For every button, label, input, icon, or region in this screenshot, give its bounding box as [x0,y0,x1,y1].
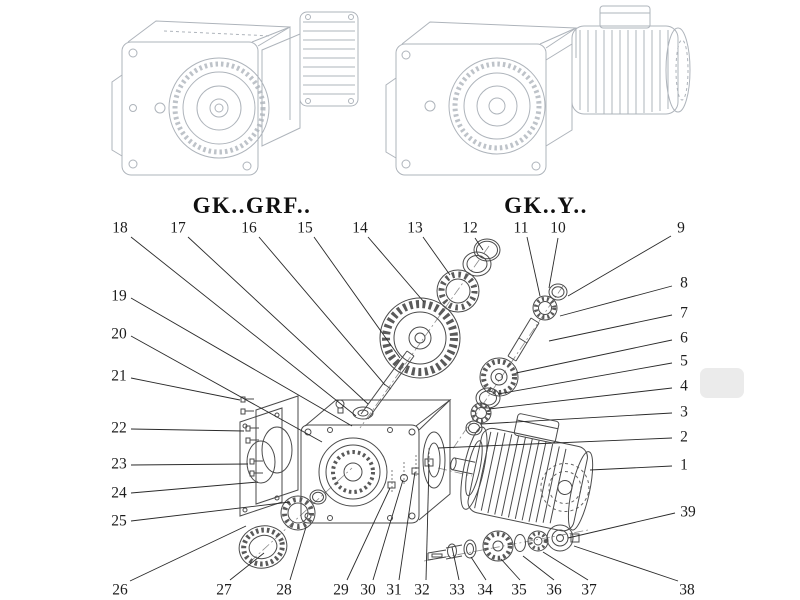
part-number-23: 23 [111,455,127,473]
part-number-6: 6 [680,329,688,347]
leader-line-21 [130,377,241,401]
leader-line-33 [451,546,460,581]
motor [450,413,594,532]
part-number-28: 28 [276,581,292,599]
part-number-24: 24 [111,484,127,502]
part-number-21: 21 [111,367,127,385]
part-number-10: 10 [550,219,566,237]
leader-line-39 [567,512,676,539]
part-number-27: 27 [216,581,232,599]
leader-line-25 [130,501,291,522]
part-number-8: 8 [680,274,688,292]
part-number-38: 38 [679,581,695,599]
part-number-2: 2 [680,428,688,446]
part-number-11: 11 [513,219,529,237]
leader-line-27 [229,552,265,581]
gearbox-grf-drawing [111,11,359,176]
leader-line-12 [474,237,484,251]
leader-line-31 [398,471,416,581]
part-number-4: 4 [680,377,688,395]
output-shaft-assembly [427,524,580,562]
part-number-33: 33 [449,581,465,599]
part-number-5: 5 [680,352,688,370]
leader-line-9 [567,235,672,297]
part-number-17: 17 [170,219,186,237]
leader-line-2 [437,437,673,449]
part-number-25: 25 [111,512,127,530]
leader-line-15 [313,236,401,359]
part-number-32: 32 [414,581,430,599]
part-number-30: 30 [360,581,376,599]
part-number-20: 20 [111,325,127,343]
leader-line-14 [367,236,425,303]
housing [300,398,452,524]
leader-line-11 [526,236,541,297]
leader-line-6 [515,339,673,374]
pinion-stack [465,283,568,436]
part-number-36: 36 [546,581,562,599]
watermark [700,368,744,398]
leader-line-34 [470,556,487,581]
leader-line-38 [573,545,679,582]
part-number-16: 16 [241,219,257,237]
part-number-3: 3 [680,403,688,421]
part-number-15: 15 [297,219,313,237]
leader-line-29 [346,487,391,581]
leader-line-37 [542,551,589,581]
part-number-34: 34 [477,581,493,599]
part-number-37: 37 [581,581,597,599]
leader-line-19 [130,297,353,427]
gearbox-motor-drawing [385,5,691,176]
leader-line-22 [130,428,245,432]
part-number-7: 7 [680,304,688,322]
leader-line-8 [559,285,673,317]
leader-line-30 [372,479,404,581]
leader-line-20 [130,335,323,443]
leader-line-24 [130,481,259,494]
part-number-13: 13 [407,219,423,237]
ring-gear-set [238,489,327,569]
part-number-31: 31 [386,581,402,599]
part-number-9: 9 [677,219,685,237]
part-number-29: 29 [333,581,349,599]
leader-line-23 [130,463,249,466]
part-number-18: 18 [112,219,128,237]
part-number-19: 19 [111,287,127,305]
input-shaft [360,350,415,420]
leader-line-16 [258,236,386,386]
leader-line-32 [425,463,430,581]
bolts [240,396,263,477]
part-number-14: 14 [352,219,368,237]
part-number-39: 39 [680,503,696,521]
series-title-gk-y: GK..Y.. [504,193,588,218]
series-title-gk-grf: GK..GRF.. [192,193,312,218]
part-number-12: 12 [462,219,478,237]
flange-cover [239,395,299,517]
leader-line-3 [480,412,673,425]
leader-line-17 [187,236,369,405]
leader-line-35 [500,558,521,581]
leader-line-13 [422,236,451,276]
part-number-1: 1 [680,456,688,474]
leader-line-4 [488,387,673,410]
leader-line-10 [548,237,559,289]
leader-line-26 [129,525,247,582]
exploded-view-drawing [238,238,594,569]
leader-line-18 [130,236,357,417]
leader-line-5 [497,362,673,395]
leader-line-28 [289,526,307,581]
part-number-26: 26 [112,581,128,599]
part-number-22: 22 [111,419,127,437]
leader-line-1 [589,465,673,471]
leader-line-7 [548,314,673,342]
part-number-35: 35 [511,581,527,599]
leader-line-36 [522,555,555,581]
